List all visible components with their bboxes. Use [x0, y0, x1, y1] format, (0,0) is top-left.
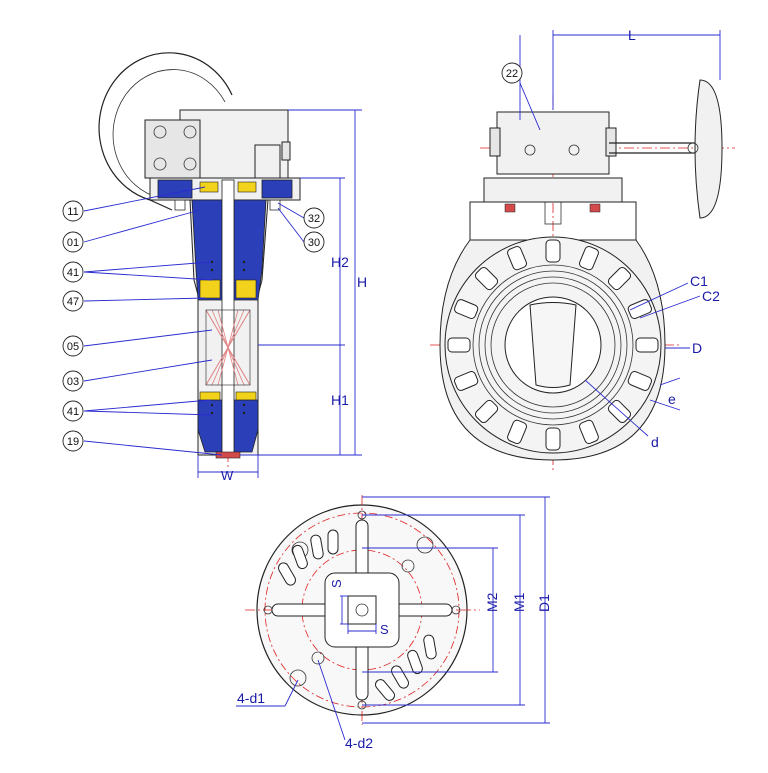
gearbox-bolt	[568, 144, 580, 156]
callout-41-upper-label: 41	[67, 267, 79, 279]
gearbox-nut	[281, 141, 291, 161]
callout-47-label: 47	[67, 296, 79, 308]
dim-H1: H1	[331, 392, 349, 408]
body-lower-left	[197, 399, 223, 453]
stem-hatch	[205, 309, 251, 386]
square-drive	[347, 595, 377, 625]
callout-22-label: 22	[506, 68, 518, 80]
callout-41-lower: 41	[62, 400, 84, 422]
callout-11-label: 11	[67, 206, 78, 218]
bolt-head-32	[269, 199, 281, 211]
inner-ring-1	[472, 264, 634, 426]
gearbox-bolt	[153, 157, 167, 171]
hole-d1	[416, 536, 434, 554]
bottom-view: D1 M1 M2 S S 4-d1 4-d2	[236, 495, 552, 751]
gearbox-boss	[254, 144, 281, 181]
disc-section	[205, 309, 251, 386]
lever-arc	[98, 52, 233, 201]
callout-47: 47	[62, 290, 84, 312]
front-gearbox	[496, 111, 610, 175]
callout-leaders	[83, 186, 305, 456]
dim-H: H	[357, 274, 367, 290]
body-lower-right	[233, 399, 259, 453]
lever-arc-inner	[112, 69, 226, 199]
flange-blue-left	[157, 179, 193, 199]
dim-4-d2: 4-d2	[345, 735, 373, 751]
gearbox-bolt	[524, 144, 536, 156]
dim-S-horizontal: S	[380, 622, 389, 637]
callout-03: 03	[62, 370, 84, 392]
callout-30-label: 30	[308, 237, 320, 249]
seal-ring-11b	[237, 181, 257, 193]
valve-disc	[529, 302, 577, 388]
dim-M1: M1	[511, 592, 527, 612]
flange-slots	[447, 239, 659, 451]
callout-19-label: 19	[67, 436, 79, 448]
dim-D1: D1	[536, 594, 552, 612]
inner-ring-2	[478, 270, 628, 420]
dim-H2: H2	[331, 254, 349, 270]
dim-C1: C1	[690, 273, 708, 289]
callout-41-upper: 41	[62, 261, 84, 283]
dim-4-d1: 4-d1	[237, 690, 265, 706]
hole-d1	[289, 669, 307, 687]
lever-arc-end	[149, 199, 173, 211]
gearbox-cap-left	[489, 127, 501, 157]
bolt-hole-left	[263, 605, 273, 615]
gearbox-cap-right	[605, 127, 617, 157]
stem	[221, 179, 235, 456]
arc-slots	[278, 529, 437, 701]
inner-ring-3	[484, 276, 622, 414]
gearbox-bolt	[183, 125, 197, 139]
dim-S-vertical: S	[329, 579, 344, 588]
callout-11: 11	[62, 200, 84, 222]
dim-L: L	[628, 27, 636, 43]
gearbox-side-plate	[144, 119, 201, 179]
dim-M2: M2	[484, 592, 500, 612]
seal-47-left	[199, 279, 221, 299]
callout-22-leader	[519, 82, 541, 131]
gearbox-bolt	[153, 125, 167, 139]
callout-32: 32	[303, 207, 325, 229]
flange-blue-right	[261, 179, 293, 199]
front-view: L C1 C2 D e d 22	[430, 27, 735, 470]
dim-C2: C2	[702, 288, 720, 304]
handwheel	[694, 79, 723, 219]
drive-hole	[355, 603, 369, 617]
callout-22: 22	[501, 62, 523, 84]
callout-41-lower-label: 41	[67, 406, 79, 418]
bolt-hole-right	[451, 605, 461, 615]
callout-32-label: 32	[308, 213, 320, 225]
dim-D: D	[692, 340, 702, 356]
front-mount-plate	[483, 177, 623, 203]
dim-W: W	[221, 468, 234, 483]
seal-47-right	[235, 279, 257, 299]
callout-01-label: 01	[67, 237, 79, 249]
front-bolt-left	[504, 203, 516, 213]
bottom-dimensions	[236, 496, 550, 741]
side-view: H H2 H1 W 11 01 41	[62, 52, 367, 483]
dim-e: e	[668, 391, 676, 407]
callout-03-label: 03	[67, 376, 79, 388]
front-bolt-right	[589, 203, 601, 213]
callout-19: 19	[62, 430, 84, 452]
body-upper-left	[191, 199, 223, 301]
callout-01: 01	[62, 231, 84, 253]
hole-d2	[401, 559, 415, 573]
front-dimensions	[519, 30, 721, 437]
handwheel-hub	[687, 142, 699, 154]
callout-05-label: 05	[67, 341, 79, 353]
bolt-head	[174, 199, 186, 211]
seal-ring-11	[199, 181, 219, 193]
spring-dots	[210, 260, 246, 415]
side-dimensions	[197, 109, 362, 478]
gearbox-bolt	[183, 157, 197, 171]
inner-ring-4	[490, 282, 616, 408]
dim-d: d	[651, 434, 659, 450]
callout-05: 05	[62, 335, 84, 357]
hole-d2	[311, 651, 325, 665]
callout-30: 30	[303, 231, 325, 253]
